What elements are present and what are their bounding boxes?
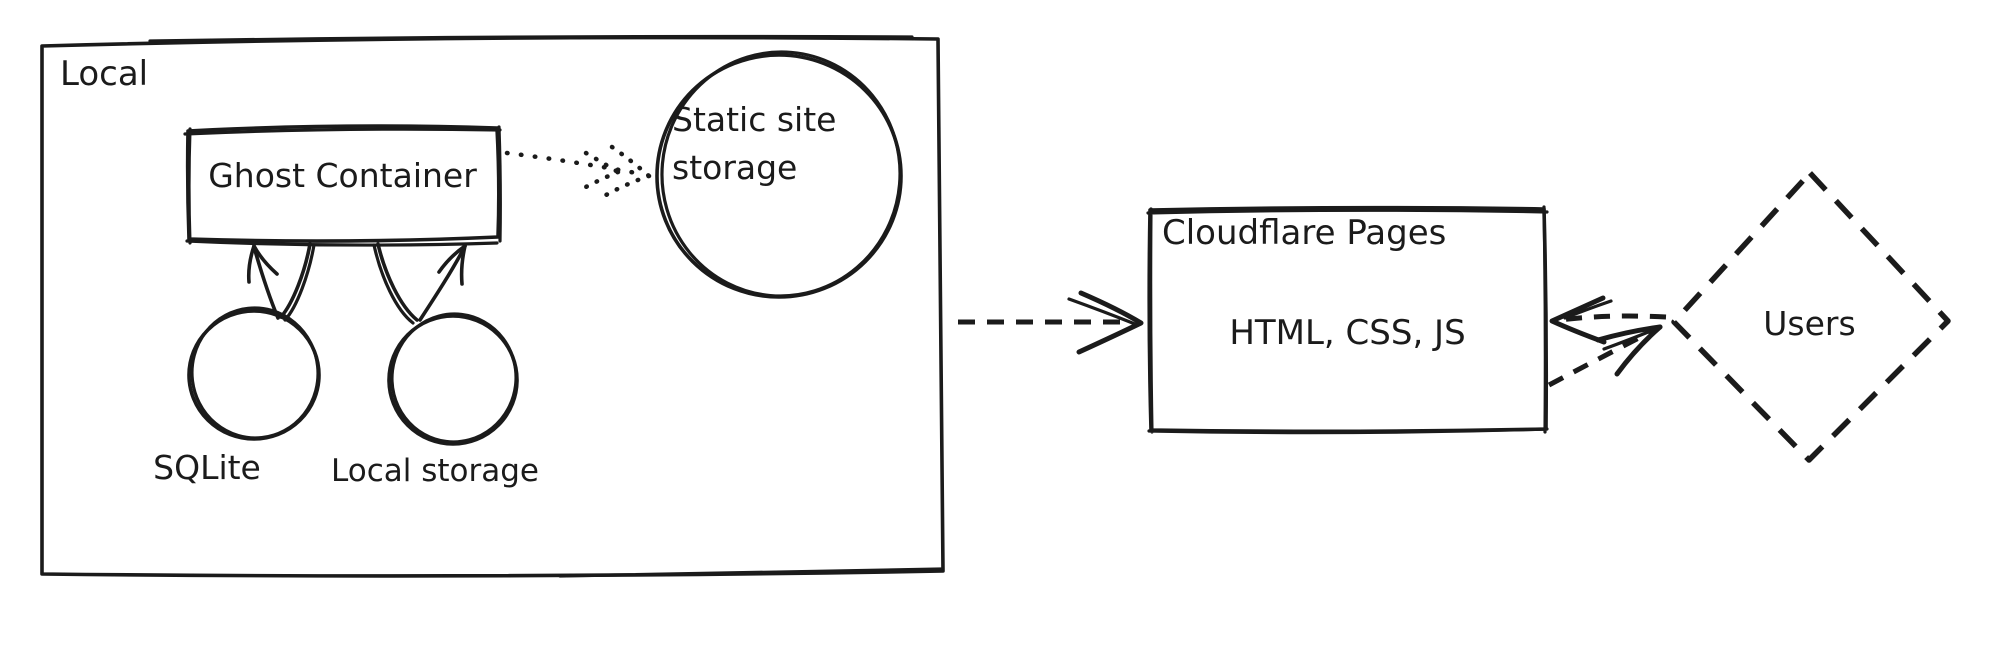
local-storage-shape	[387, 312, 519, 446]
local-group-label: Local	[60, 54, 149, 94]
sqlite-label: SQLite	[153, 448, 261, 487]
static-site-storage-label-line2: storage	[672, 147, 798, 187]
cloudflare-pages-body: HTML, CSS, JS	[1229, 313, 1466, 353]
cloudflare-pages-title: Cloudflare Pages	[1162, 213, 1447, 253]
local-storage-label: Local storage	[331, 453, 539, 489]
edge-ghost-container-to-static-storage	[504, 144, 652, 198]
cloudflare-pages-shape	[1146, 205, 1549, 435]
edge-users-to-cloudflare-pages	[1549, 295, 1667, 345]
local-group-box	[40, 34, 945, 578]
edge-sqlite-to-ghost-container	[246, 242, 316, 322]
edge-local-storage-to-ghost-container	[372, 242, 467, 325]
static-site-storage-label-line1: Static site	[672, 100, 837, 139]
static-site-storage-shape	[655, 50, 903, 299]
edge-cloudflare-pages-to-users	[1547, 324, 1663, 388]
users-shape	[1671, 170, 1951, 463]
users-label: Users	[1763, 304, 1856, 343]
ghost-container-shape	[183, 124, 502, 247]
edge-local-to-cloudflare-pages	[958, 290, 1144, 355]
ghost-container-label: Ghost Container	[208, 155, 477, 195]
sqlite-shape	[187, 306, 321, 441]
static-site-storage-label: Static site storage	[672, 96, 836, 192]
